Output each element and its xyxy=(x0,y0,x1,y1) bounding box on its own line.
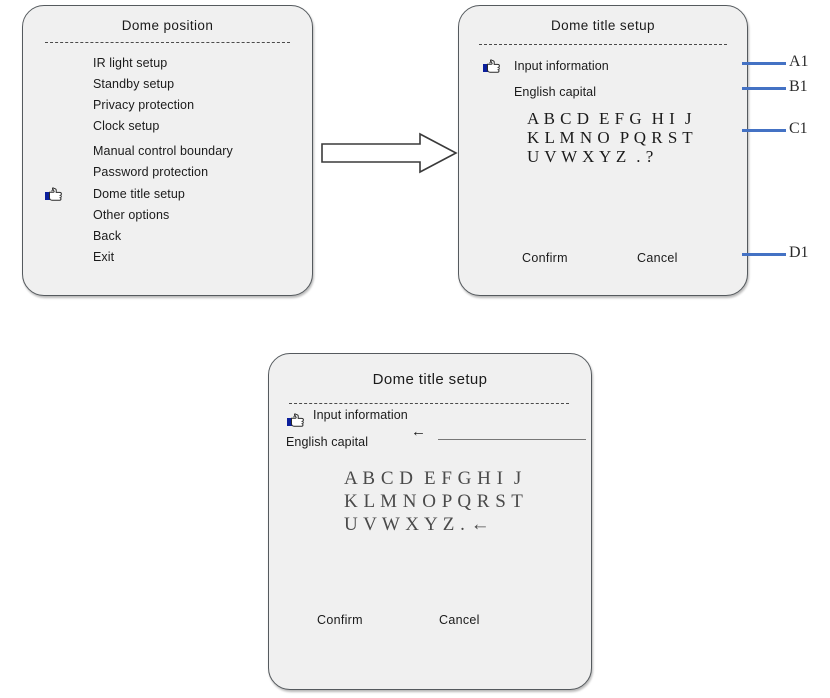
title-divider xyxy=(289,403,569,404)
panel-title-dome-title-setup: Dome title setup xyxy=(551,18,655,33)
panel-title-dome-position: Dome position xyxy=(121,18,214,33)
menu-item-back[interactable]: Back xyxy=(93,229,122,243)
hand-pointer-icon xyxy=(287,413,305,429)
callout-line-d1 xyxy=(742,253,786,256)
english-capital-label[interactable]: English capital xyxy=(514,85,597,99)
cancel-button[interactable]: Cancel xyxy=(439,613,480,627)
menu-item-other-options[interactable]: Other options xyxy=(93,208,170,222)
confirm-button[interactable]: Confirm xyxy=(522,251,568,265)
menu-item-privacy-protection[interactable]: Privacy protection xyxy=(93,98,195,112)
callout-label-c1: C1 xyxy=(789,120,808,137)
menu-item-ir-light-setup[interactable]: IR light setup xyxy=(93,56,168,70)
menu-item-exit[interactable]: Exit xyxy=(93,250,115,264)
callout-label-b1: B1 xyxy=(789,78,808,95)
menu-item-standby-setup[interactable]: Standby setup xyxy=(93,77,175,91)
callout-label-a1: A1 xyxy=(789,53,809,70)
english-capital-label[interactable]: English capital xyxy=(286,435,369,449)
title-input-field[interactable] xyxy=(438,439,586,440)
dome-position-panel: Dome position IR light setup Standby set… xyxy=(22,5,313,296)
dome-title-setup-detail-panel: Dome title setup Input information ← Eng… xyxy=(268,353,592,690)
menu-item-manual-control-boundary[interactable]: Manual control boundary xyxy=(93,144,233,158)
title-divider xyxy=(479,44,727,45)
panel-title-dome-title-setup-detail: Dome title setup xyxy=(372,371,488,388)
menu-item-password-protection[interactable]: Password protection xyxy=(93,165,209,179)
input-information-label[interactable]: Input information xyxy=(313,408,408,422)
alphabet-row-3[interactable]: U V W X Y Z . ← xyxy=(344,514,491,535)
hand-pointer-icon xyxy=(45,187,63,203)
input-information-label[interactable]: Input information xyxy=(514,59,609,73)
callout-label-d1: D1 xyxy=(789,244,809,261)
right-block-arrow-icon xyxy=(320,132,460,174)
alphabet-row-2[interactable]: K L M N O P Q R S T xyxy=(344,491,524,512)
alphabet-row-2[interactable]: K L M N O P Q R S T xyxy=(527,128,694,147)
alphabet-row-1[interactable]: A B C D E F G H I J xyxy=(344,468,522,489)
alphabet-row-1[interactable]: A B C D E F G H I J xyxy=(527,109,692,128)
confirm-button[interactable]: Confirm xyxy=(317,613,363,627)
menu-item-clock-setup[interactable]: Clock setup xyxy=(93,119,160,133)
left-arrow-caret-icon: ← xyxy=(411,423,426,440)
callout-line-c1 xyxy=(742,129,786,132)
hand-pointer-icon xyxy=(483,59,501,75)
dome-title-setup-panel: Dome title setup Input information Engli… xyxy=(458,5,748,296)
menu-item-dome-title-setup[interactable]: Dome title setup xyxy=(93,187,185,201)
callout-line-a1 xyxy=(742,62,786,65)
title-divider xyxy=(45,42,290,43)
callout-line-b1 xyxy=(742,87,786,90)
alphabet-row-3[interactable]: U V W X Y Z . ? xyxy=(527,147,654,166)
cancel-button[interactable]: Cancel xyxy=(637,251,678,265)
